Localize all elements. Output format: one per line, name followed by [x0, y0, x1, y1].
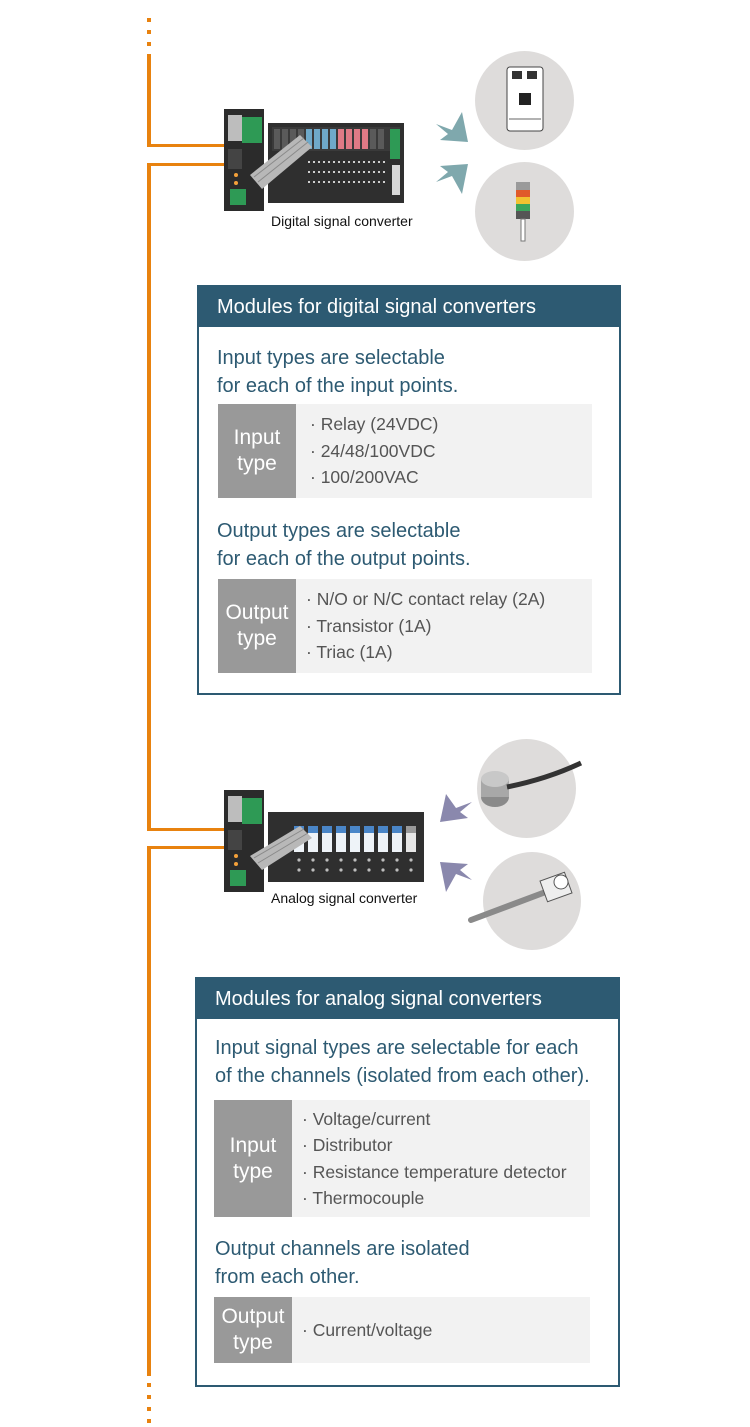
bus-branch [147, 828, 227, 831]
bus-segment [147, 846, 151, 1376]
bus-dash [147, 1407, 151, 1411]
list-item: · Transistor (1A) [306, 615, 432, 636]
list-item: · Voltage/current [302, 1108, 431, 1129]
list-item: · 100/200VAC [310, 467, 419, 488]
bus-branch [147, 144, 227, 147]
bus-branch [147, 846, 227, 849]
bus-dash [147, 1419, 151, 1423]
panel-title: Modules for analog signal converters [197, 979, 618, 1019]
sensor-icon [481, 760, 583, 807]
input-description: Input signal types are selectable for ea… [215, 1037, 590, 1087]
bus-dash [147, 42, 151, 46]
sensor-device [477, 739, 583, 838]
list-item: · Resistance temperature detector [302, 1161, 567, 1182]
list-item: · Current/voltage [302, 1319, 433, 1340]
input-description: Input types are selectable for each of t… [217, 347, 459, 397]
relay-icon [506, 66, 544, 132]
digital-modules-panel: Modules for digital signal converters In… [197, 285, 621, 695]
input-arrows [440, 794, 472, 892]
panel-title: Modules for digital signal converters [199, 287, 619, 327]
relay-device [475, 51, 574, 150]
bus-branch [147, 163, 227, 166]
analog-converter-image [224, 790, 424, 892]
bus-segment [147, 163, 151, 831]
list-item: · Relay (24VDC) [310, 414, 439, 435]
signal-tower-device [475, 162, 574, 261]
thermocouple-device [468, 852, 581, 950]
bus-dash [147, 18, 151, 22]
thermocouple-icon [468, 871, 573, 923]
output-description: Output types are selectable for each of … [217, 520, 471, 570]
bus-dash [147, 1383, 151, 1387]
bus-dash [147, 30, 151, 34]
bus-segment [147, 54, 151, 147]
signal-tower-icon [516, 182, 530, 242]
digital-converter-caption: Digital signal converter [271, 213, 413, 229]
analog-modules-panel: Modules for analog signal converters Inp… [195, 977, 620, 1387]
list-item: · 24/48/100VDC [310, 440, 436, 461]
list-item: · Triac (1A) [306, 642, 393, 663]
analog-converter-caption: Analog signal converter [271, 890, 418, 906]
output-description: Output channels are isolated from each o… [215, 1238, 470, 1288]
list-item: · Distributor [302, 1135, 393, 1155]
output-arrows [436, 112, 468, 194]
list-item: · Thermocouple [302, 1188, 425, 1208]
bus-dash [147, 1395, 151, 1399]
digital-converter-image [224, 109, 404, 211]
list-item: · N/O or N/C contact relay (2A) [306, 589, 546, 610]
